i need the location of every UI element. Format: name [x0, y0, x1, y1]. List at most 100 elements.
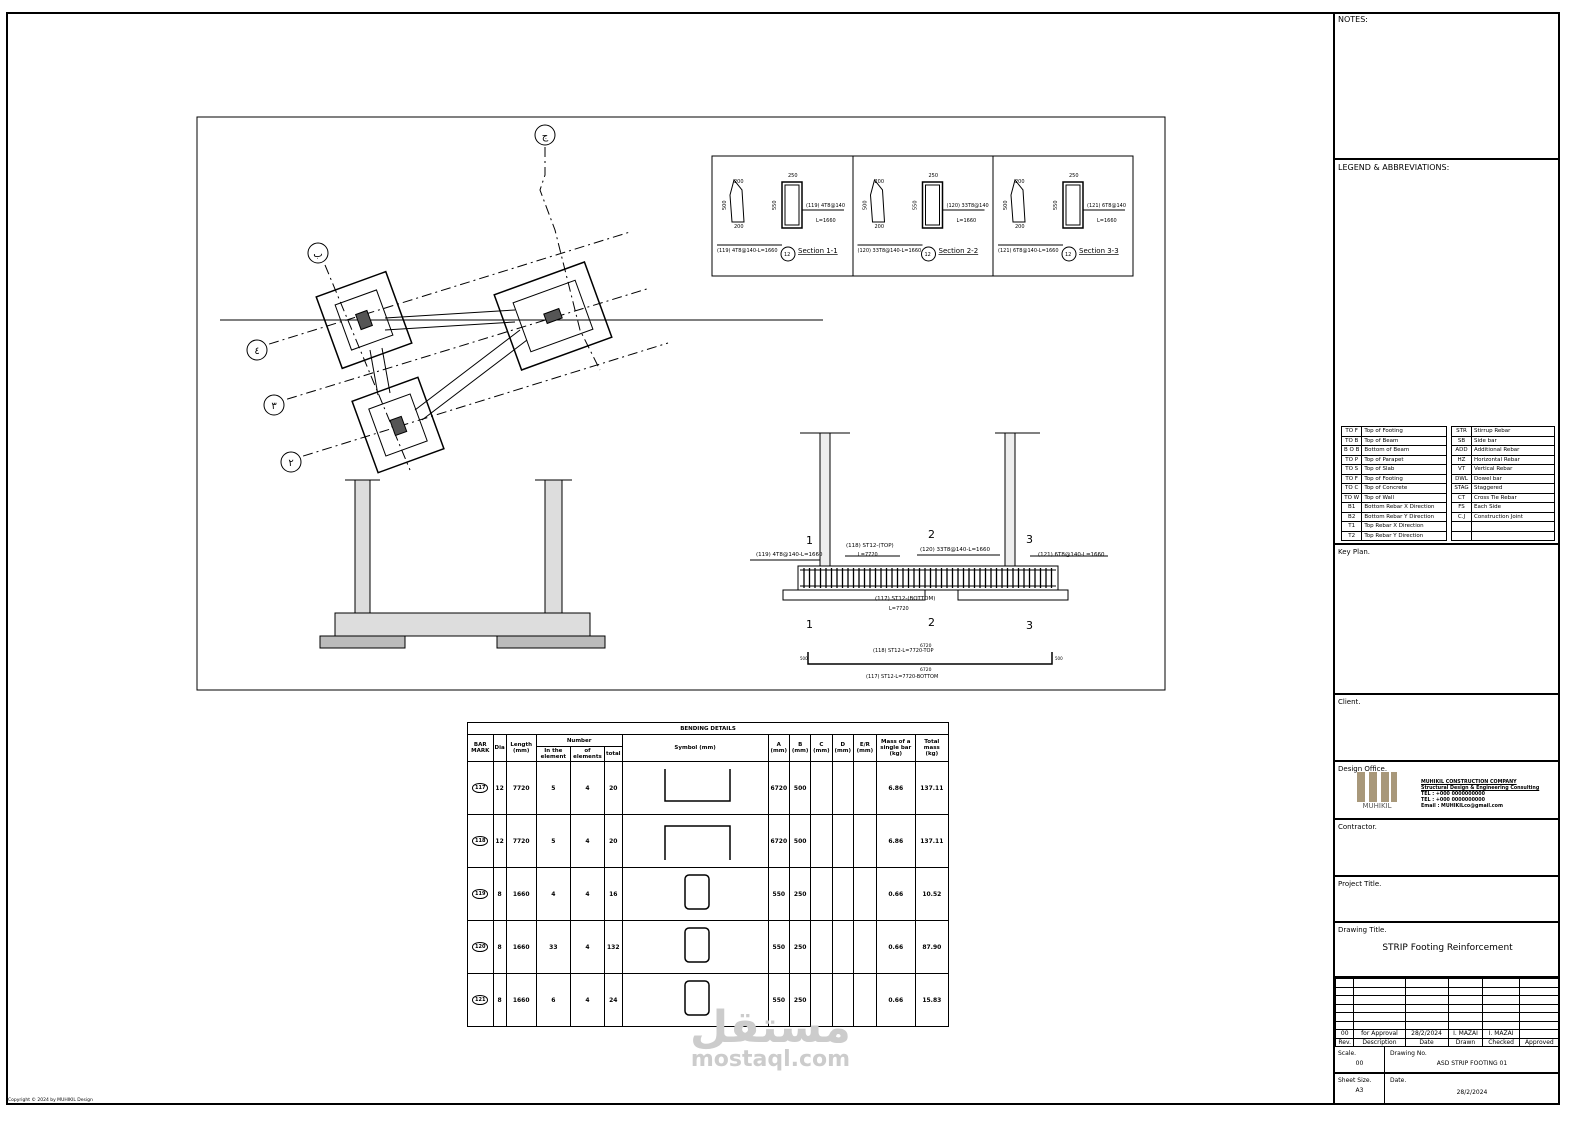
- cell-length: 1660: [505, 867, 537, 921]
- bar-mark: 118: [467, 814, 494, 868]
- svg-text:(118) ST12-(TOP): (118) ST12-(TOP): [846, 543, 894, 549]
- revision-cell: [1518, 1029, 1561, 1039]
- drawing-title-label: Drawing Title.: [1338, 926, 1387, 934]
- revision-cell: [1447, 986, 1484, 996]
- revision-row: [1334, 986, 1561, 996]
- cell-total: 132: [603, 920, 623, 974]
- legend-abbr: ADD: [1451, 445, 1472, 456]
- svg-text:1: 1: [806, 534, 813, 547]
- legend-abbr: T2: [1340, 530, 1363, 541]
- bar-mark-label: 118: [472, 836, 489, 846]
- cell-tmass: 137.11: [914, 761, 950, 815]
- svg-text:1: 1: [806, 618, 813, 631]
- col-b: B (mm): [789, 734, 812, 762]
- scale-row: Scale.00 Drawing No. ASD STRIP FOOTING 0…: [1335, 1047, 1560, 1074]
- revision-cell: [1353, 978, 1406, 988]
- grid-bubble-2: ٢: [280, 451, 302, 473]
- revision-cell: [1353, 995, 1406, 1005]
- scale-value: 00: [1355, 1060, 1364, 1067]
- cell-c: [810, 814, 833, 868]
- revision-cell: [1482, 986, 1520, 996]
- cell-er: [852, 973, 877, 1027]
- col-of-elements: of elements: [569, 746, 605, 762]
- bar-shape-symbol: [621, 867, 769, 921]
- legend-meaning: Top of Beam: [1361, 435, 1447, 446]
- revision-header: Description: [1353, 1037, 1406, 1047]
- revision-header: Checked: [1482, 1037, 1520, 1047]
- legend-abbr: B O B: [1340, 445, 1363, 456]
- svg-text:٤: ٤: [254, 346, 259, 357]
- revision-cell: [1447, 995, 1484, 1005]
- cell-er: [852, 867, 877, 921]
- revision-cell: [1518, 995, 1561, 1005]
- section-label: (119) 4T8@140-L=1660: [717, 248, 778, 254]
- section-label: L=1660: [957, 218, 977, 224]
- cell-in_el: 5: [535, 761, 571, 815]
- revision-cell: [1334, 995, 1355, 1005]
- bar-shape-symbol: [621, 761, 769, 815]
- project-title-section: Project Title.: [1335, 877, 1560, 923]
- drawing-title-section: Drawing Title. STRIP Footing Reinforceme…: [1335, 923, 1560, 978]
- grid-bubble-b: ب: [307, 242, 329, 264]
- svg-text:6720: 6720: [920, 643, 932, 649]
- revision-row: [1334, 1012, 1561, 1022]
- cell-in_el: 4: [535, 867, 571, 921]
- cell-tmass: 137.11: [914, 814, 950, 868]
- sheet-size-label: Sheet Size.: [1338, 1077, 1372, 1084]
- section-label: L=1660: [1097, 218, 1117, 224]
- grid-bubble-j: ج: [534, 124, 556, 146]
- revision-cell: 00: [1334, 1029, 1355, 1039]
- revision-cell: [1334, 978, 1355, 988]
- revision-row: [1334, 1020, 1561, 1030]
- date-value: 28/2/2024: [1456, 1089, 1488, 1096]
- section-label: 200: [1015, 224, 1025, 230]
- cell-mass: 0.66: [875, 867, 916, 921]
- cell-c: [810, 920, 833, 974]
- legend-abbr: DWL: [1451, 473, 1472, 484]
- revision-cell: [1518, 1020, 1561, 1030]
- cell-tmass: 87.90: [914, 920, 950, 974]
- sections-box: [711, 155, 1134, 277]
- sheet-row: Sheet Size.A3 Date. 28/2/2024: [1335, 1074, 1560, 1103]
- client-section: Client.: [1335, 695, 1560, 762]
- col-d: D (mm): [831, 734, 854, 762]
- svg-text:L=7720: L=7720: [858, 552, 878, 558]
- bar-mark-label: 121: [472, 995, 489, 1005]
- cell-length: 1660: [505, 920, 537, 974]
- section-label: 200: [875, 224, 885, 230]
- legend-label: LEGEND & ABBREVIATIONS:: [1338, 163, 1450, 172]
- cell-tmass: 10.52: [914, 867, 950, 921]
- strip-elevation: (119) 4T8@140-L=1660 (118) ST12-(TOP) L=…: [750, 432, 1108, 680]
- cell-b: 500: [789, 814, 812, 868]
- col-total-mass: Total mass (kg): [914, 734, 950, 762]
- cell-d: [831, 761, 854, 815]
- revision-cell: [1447, 1012, 1484, 1022]
- legend-meaning: [1471, 530, 1555, 541]
- cell-dia: 12: [492, 761, 507, 815]
- legend-meaning: Bottom Rebar Y Direction: [1361, 511, 1447, 522]
- legend-meaning: Side bar: [1471, 435, 1555, 446]
- drawing-no: ASD STRIP FOOTING 01: [1436, 1060, 1508, 1067]
- cell-of_el: 4: [569, 867, 605, 921]
- legend-meaning: Top of Footing: [1361, 473, 1447, 484]
- revision-cell: [1518, 1012, 1561, 1022]
- legend-abbr: C.J: [1451, 511, 1472, 522]
- legend-row: [1451, 530, 1555, 541]
- design-office-label: Design Office.: [1338, 765, 1388, 773]
- col-c: C (mm): [810, 734, 833, 762]
- contractor-label: Contractor.: [1338, 823, 1377, 831]
